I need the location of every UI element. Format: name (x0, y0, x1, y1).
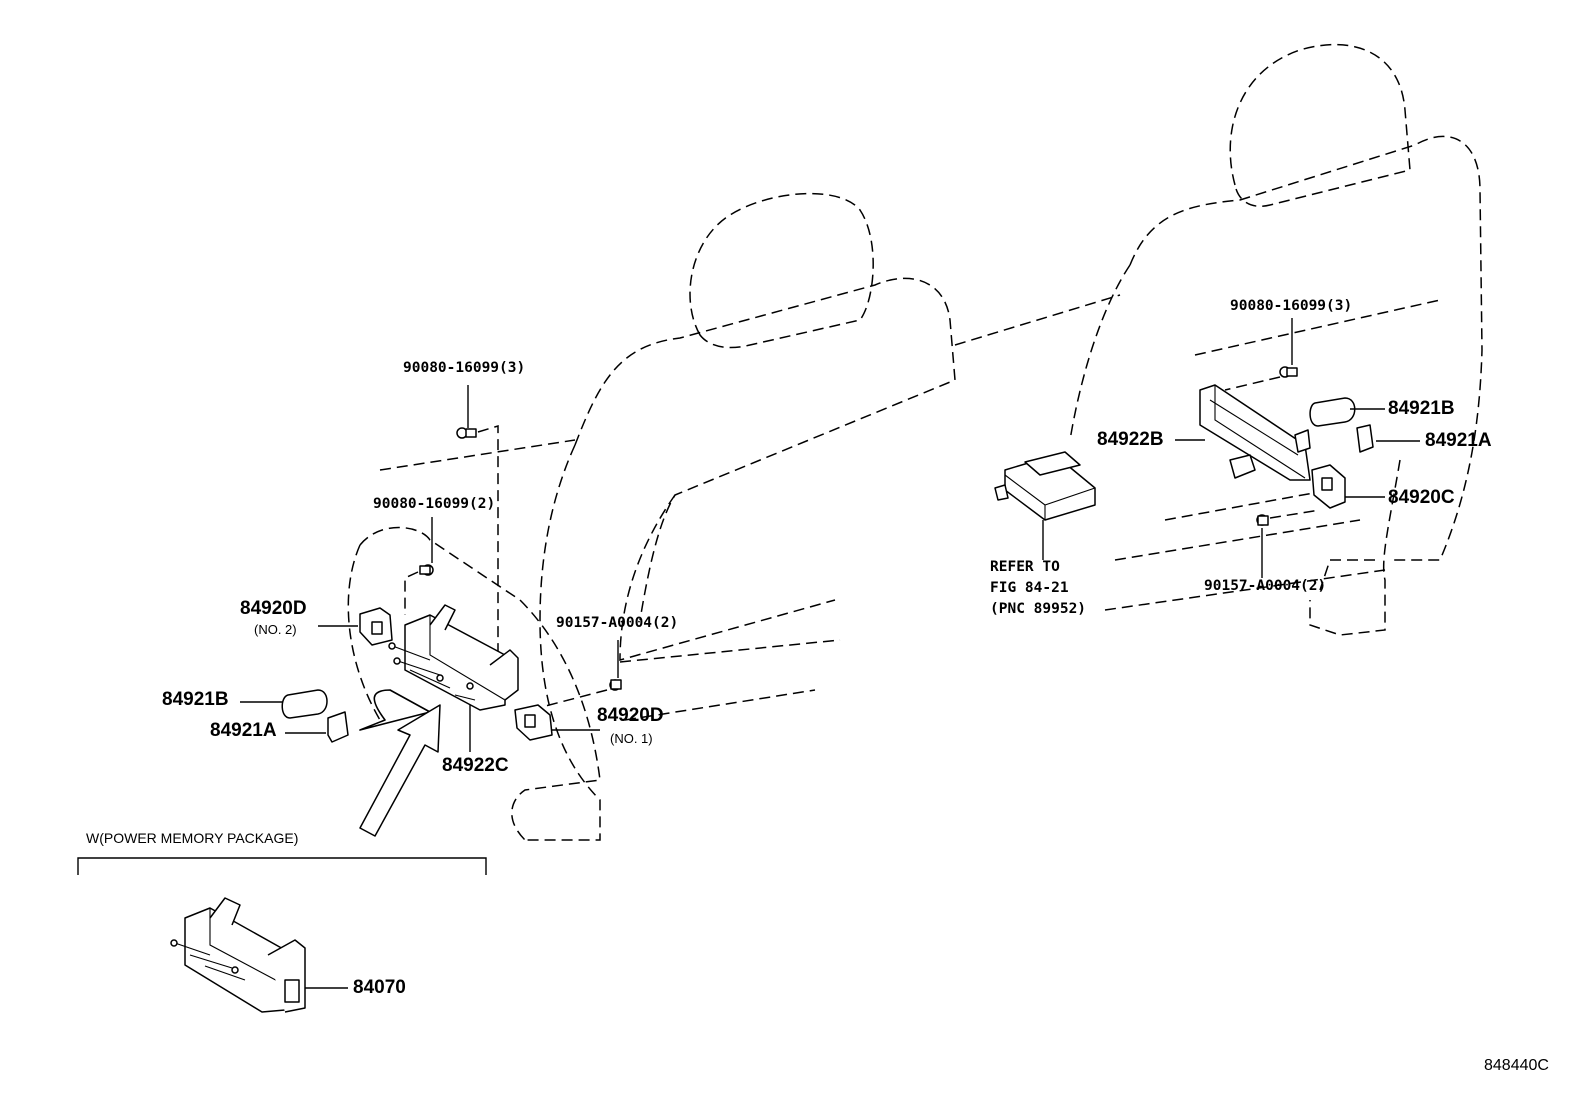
connector-84920d-no1 (514, 704, 600, 741)
bolt-90080-left-mid (404, 517, 434, 615)
connector-84920d-no2 (318, 607, 393, 646)
knob-84921a-left (285, 711, 349, 743)
label-bolt-90080-right: 90080-16099(3) (1230, 298, 1353, 314)
label-84920d-no1-sub: (NO. 1) (610, 731, 653, 746)
cover-84921b-left (240, 689, 328, 719)
package-box (77, 857, 487, 875)
label-bolt-90080-left-mid: 90080-16099(2) (373, 496, 496, 512)
connector-84920c (1311, 464, 1385, 509)
label-bolt-90080-left-top: 90080-16099(3) (403, 360, 526, 376)
clip-90157-left (529, 640, 622, 711)
label-84921b-right: 84921B (1388, 398, 1455, 419)
bolt-90080-left-top (456, 385, 499, 655)
label-84920d-no2-sub: (NO. 2) (254, 622, 297, 637)
switch-refer-89952 (994, 451, 1096, 560)
label-84921a-right: 84921A (1425, 430, 1492, 451)
label-package-note: W(POWER MEMORY PACKAGE) (86, 830, 299, 846)
arrow-to-package (359, 704, 441, 837)
left-seat-outline (347, 192, 1121, 841)
label-refer-line3: (PNC 89952) (990, 601, 1087, 617)
label-84920d-no2: 84920D (240, 598, 307, 619)
cover-84921b-right (1309, 397, 1385, 427)
label-84921b-left: 84921B (162, 689, 229, 710)
label-84921a-left: 84921A (210, 720, 277, 741)
figure-id: 848440C (1484, 1057, 1549, 1074)
knob-84921a-right (1356, 424, 1420, 453)
label-84920c: 84920C (1388, 487, 1455, 508)
module-84922b (1175, 384, 1311, 481)
right-seat-outline (1069, 43, 1483, 636)
label-clip-90157-left: 90157-A0004(2) (556, 615, 679, 631)
module-84922c (388, 604, 519, 752)
label-84922b: 84922B (1097, 429, 1164, 450)
clip-90157-right (1256, 509, 1321, 578)
label-refer-line2: FIG 84-21 (990, 580, 1069, 596)
label-clip-90157-right: 90157-A0004(2) (1204, 578, 1327, 594)
label-84922c: 84922C (442, 755, 509, 776)
label-refer-line1: REFER TO (990, 559, 1060, 575)
module-84070 (170, 897, 348, 1013)
label-84070: 84070 (353, 977, 406, 998)
bolt-90080-right (1224, 318, 1298, 391)
label-84920d-no1: 84920D (597, 705, 664, 726)
